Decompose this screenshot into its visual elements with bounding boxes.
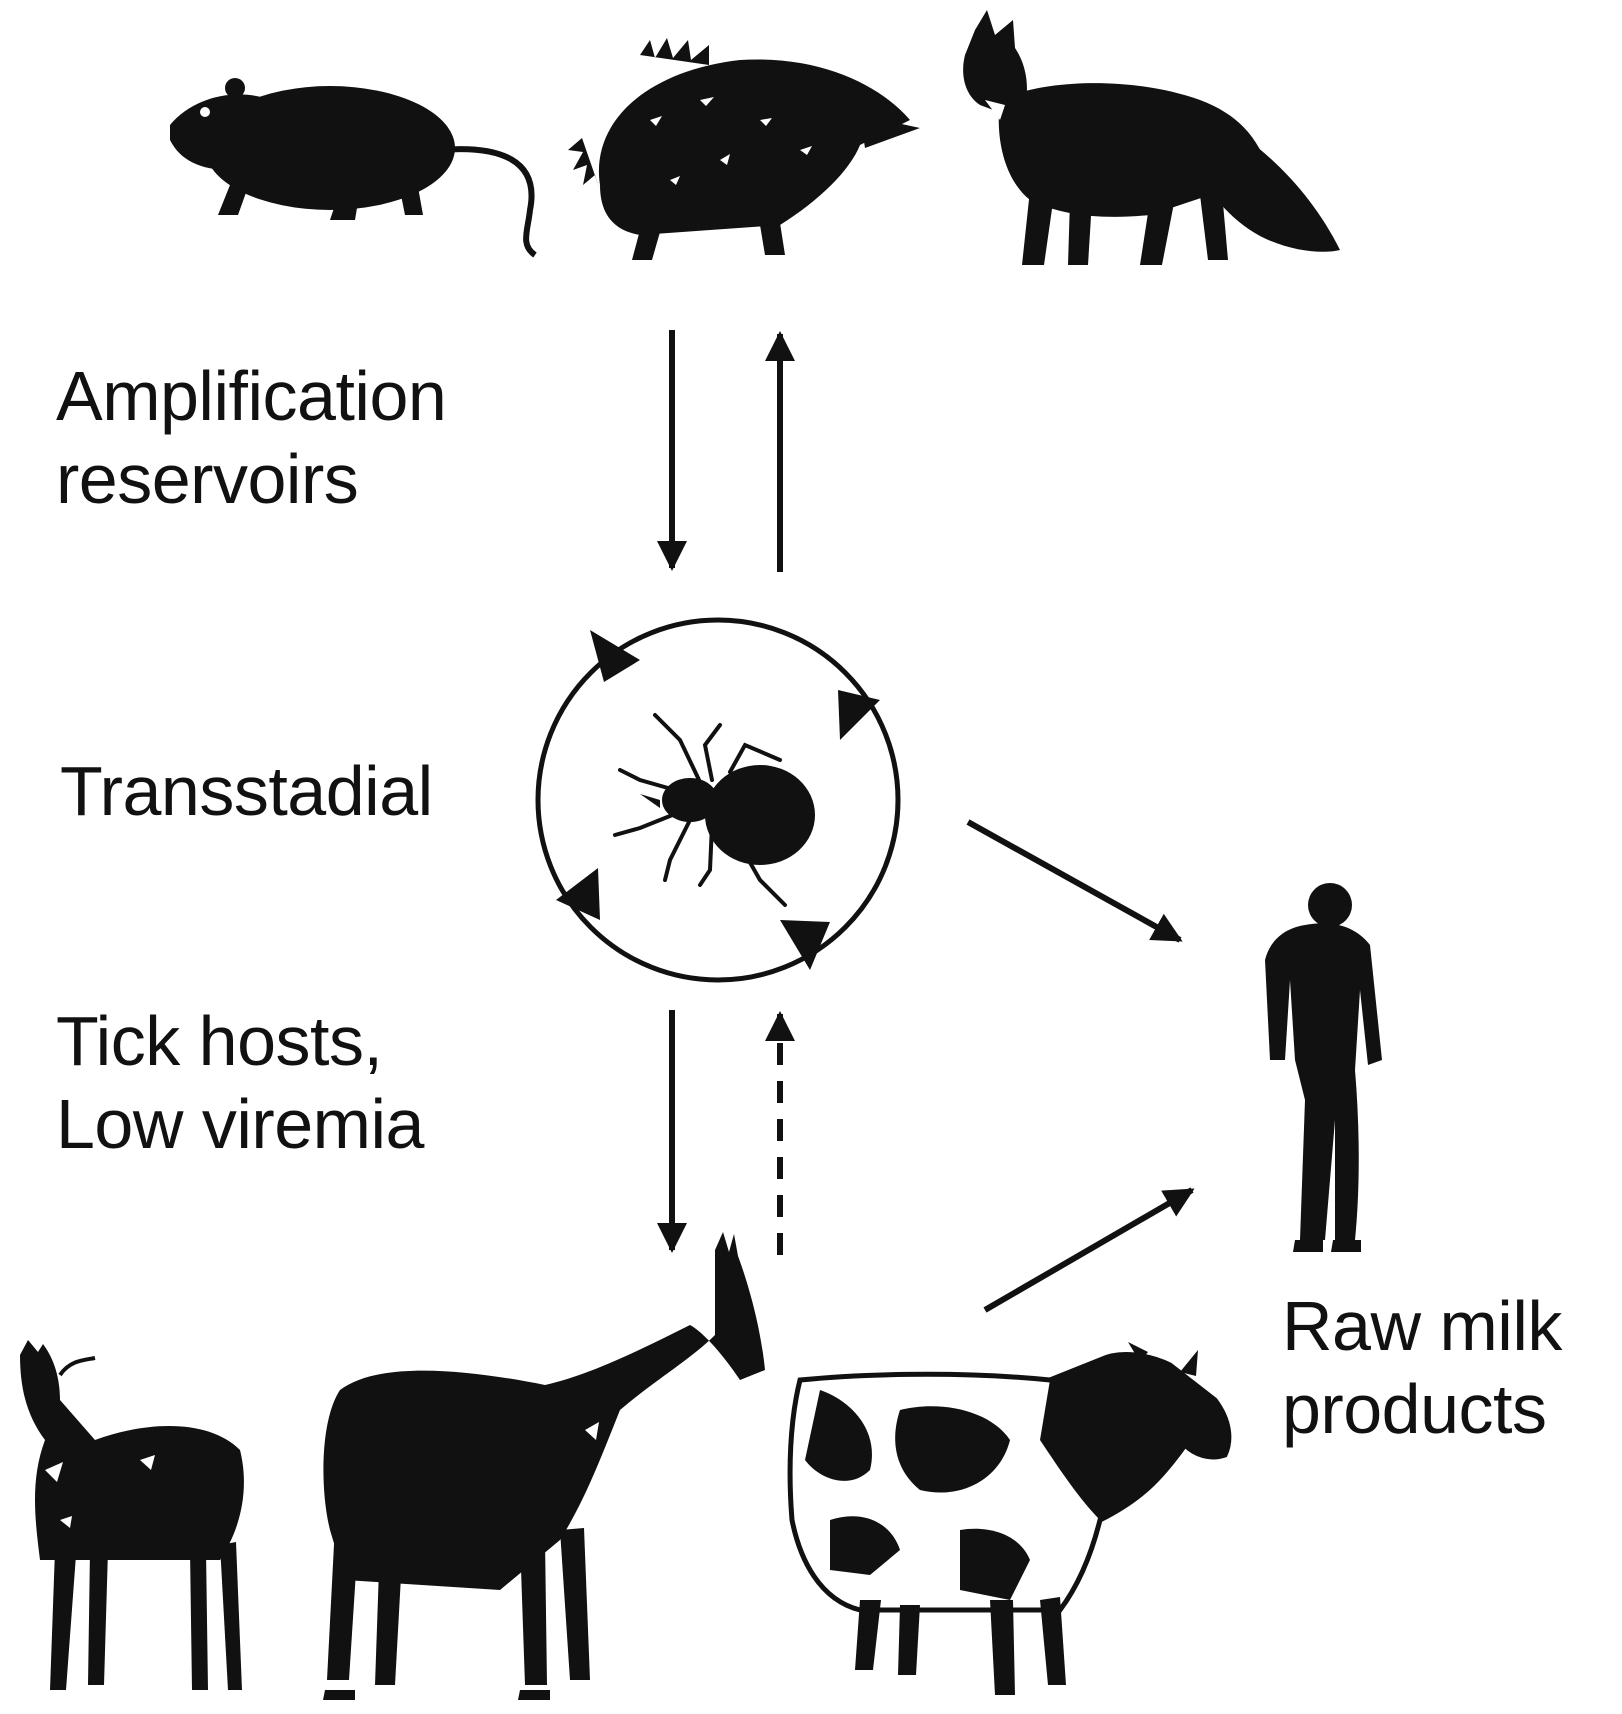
- cow-icon: [787, 1342, 1232, 1695]
- arrow-cow-to-human: [983, 1187, 1195, 1313]
- raw-milk-text: Raw milk: [1282, 1287, 1562, 1365]
- arrow-tick-to-human: [966, 819, 1183, 943]
- amplification-text: Amplification: [56, 357, 447, 435]
- hedgehog-icon: [568, 38, 920, 260]
- horse-icon: [323, 1232, 765, 1700]
- tick-icon: [613, 713, 815, 907]
- transstadial-cycle: [535, 617, 901, 983]
- cycle-arrowheads: [556, 630, 880, 970]
- transstadial-text: Transstadial: [60, 752, 433, 830]
- tick-hosts-label: Tick hosts, Low viremia: [56, 1000, 424, 1165]
- rodent-icon: [170, 78, 537, 258]
- products-text: products: [1282, 1369, 1547, 1448]
- fox-icon: [963, 10, 1340, 265]
- transstadial-label: Transstadial: [60, 750, 433, 833]
- human-icon: [1265, 883, 1382, 1252]
- reservoirs-text: reservoirs: [56, 439, 359, 518]
- tick-hosts-text: Tick hosts,: [56, 1002, 383, 1080]
- raw-milk-label: Raw milk products: [1282, 1285, 1562, 1450]
- amplification-reservoirs-label: Amplification reservoirs: [56, 355, 447, 520]
- low-viremia-text: Low viremia: [56, 1084, 424, 1163]
- deer-icon: [20, 1340, 244, 1690]
